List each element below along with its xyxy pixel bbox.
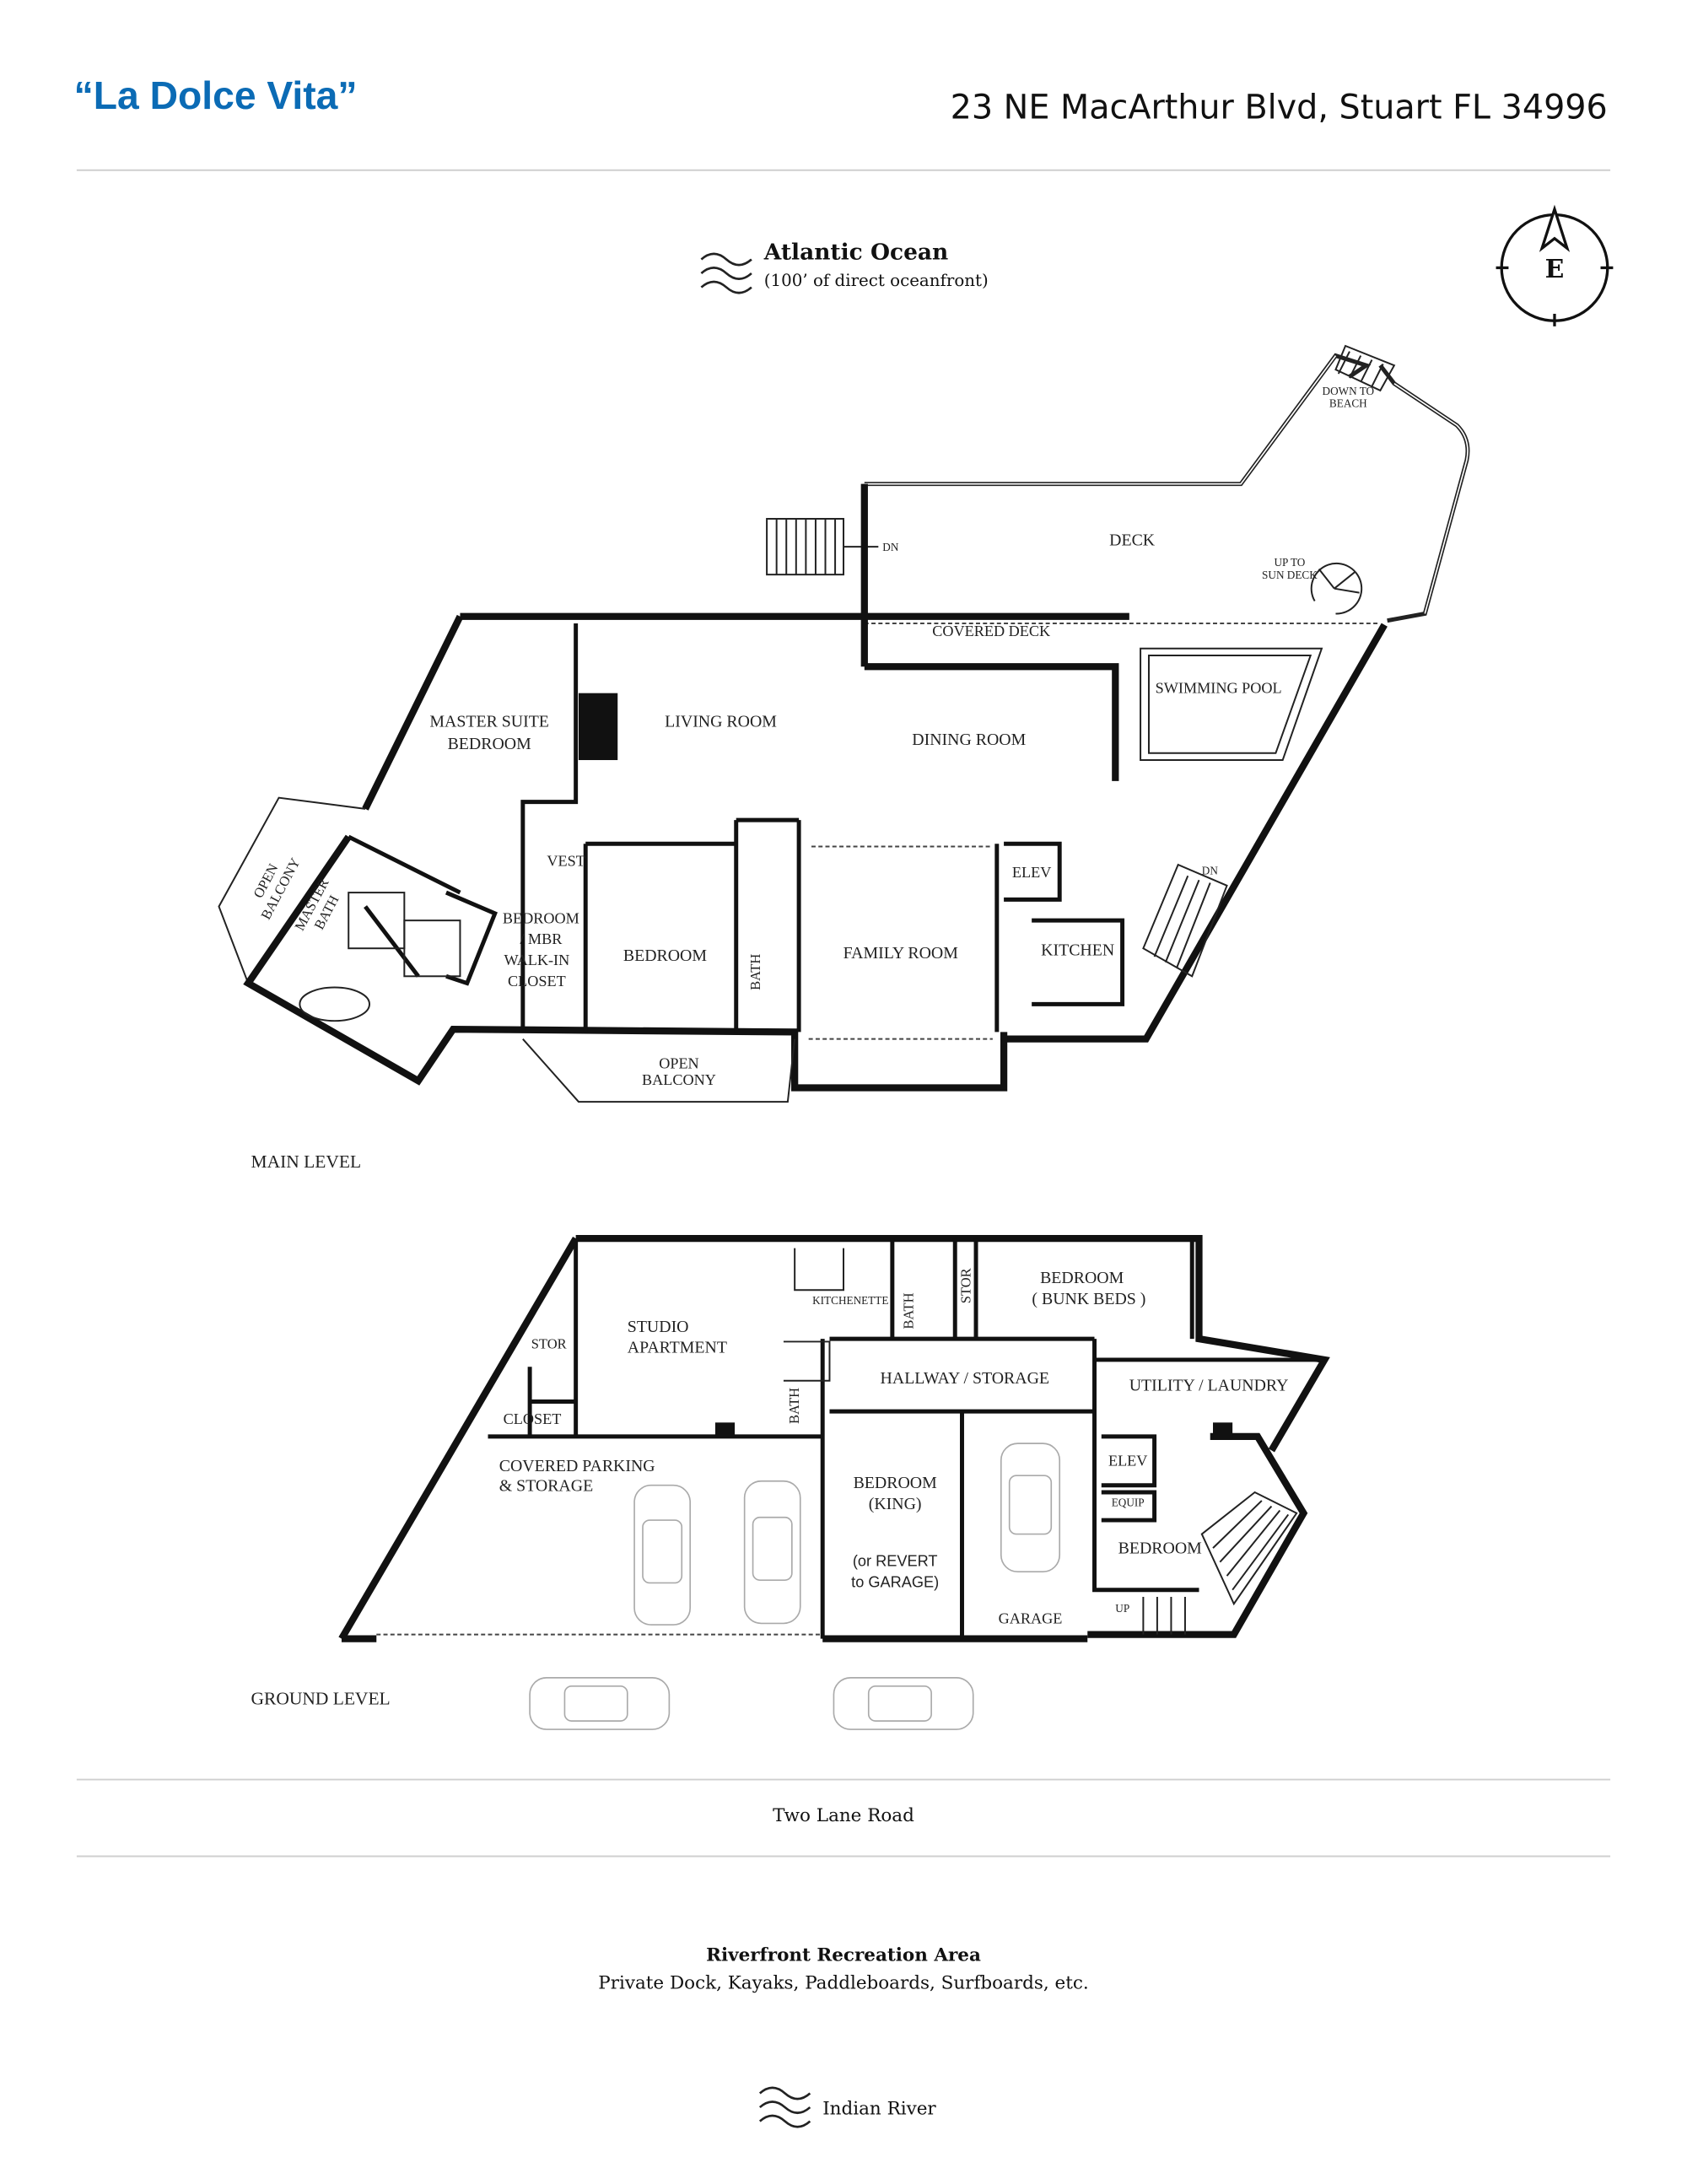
dn-label-deck: DN <box>882 541 899 553</box>
open-balcony-bottom-label-2: BALCONY <box>642 1071 716 1088</box>
walk-in-closet-label-3: WALK-IN <box>504 952 570 968</box>
main-level-label: MAIN LEVEL <box>251 1151 362 1172</box>
utility-laundry-label: UTILITY / LAUNDRY <box>1129 1376 1289 1394</box>
dining-room-label: DINING ROOM <box>912 731 1026 749</box>
bedroom-label: BEDROOM <box>623 946 708 965</box>
king-bedroom-label: BEDROOM <box>854 1474 938 1492</box>
road-label: Two Lane Road <box>773 1805 914 1826</box>
ocean-subtitle: (100’ of direct oceanfront) <box>764 271 989 290</box>
down-to-beach-label: DOWN TO <box>1323 385 1375 397</box>
elev-ground-label: ELEV <box>1108 1453 1147 1469</box>
elev-label: ELEV <box>1012 864 1051 881</box>
ocean-title: Atlantic Ocean <box>763 240 948 266</box>
up-to-sun-deck-label-2: SUN DECK <box>1262 569 1318 581</box>
car-icon <box>633 1484 692 1626</box>
swimming-pool-label: SWIMMING POOL <box>1156 680 1282 697</box>
bath-top-label: BATH <box>901 1292 917 1329</box>
up-to-sun-deck-label: UP TO <box>1274 556 1305 569</box>
river-label: Indian River <box>822 2098 936 2119</box>
waves-icon <box>700 252 752 294</box>
open-balcony-bottom-label: OPEN <box>659 1054 698 1071</box>
master-suite-label-2: BEDROOM <box>448 735 532 753</box>
compass-icon <box>1496 204 1614 326</box>
walk-in-closet-label: BEDROOM <box>503 909 579 926</box>
kitchen-label: KITCHEN <box>1041 941 1114 959</box>
dn-label-kitchen: DN <box>1202 865 1219 877</box>
hallway-label: HALLWAY / STORAGE <box>881 1369 1049 1388</box>
car-icon <box>1000 1443 1061 1573</box>
kitchenette-label: KITCHENETTE <box>812 1294 888 1307</box>
compass-label: E <box>1545 255 1565 284</box>
main-level-plan <box>218 344 1470 1103</box>
garage-label: GARAGE <box>999 1610 1063 1626</box>
car-icon <box>529 1677 671 1730</box>
stor-left-label: STOR <box>531 1336 567 1352</box>
revert-note-2: to GARAGE) <box>851 1573 939 1590</box>
up-label: UP <box>1115 1602 1129 1615</box>
deck-label: DECK <box>1109 531 1156 549</box>
master-suite-label: MASTER SUITE <box>429 712 549 731</box>
recreation-title: Riverfront Recreation Area <box>706 1944 981 1966</box>
property-address: 23 NE MacArthur Blvd, Stuart FL 34996 <box>951 89 1608 127</box>
covered-deck-label: COVERED DECK <box>932 623 1050 639</box>
walk-in-closet-label-2: / MBR <box>520 930 563 947</box>
stor-top-label: STOR <box>957 1268 973 1303</box>
living-room-label: LIVING ROOM <box>665 712 777 731</box>
bunk-bedroom-label: BEDROOM <box>1040 1269 1124 1287</box>
bedroom-ground-label: BEDROOM <box>1118 1540 1203 1558</box>
property-title: “La Dolce Vita” <box>74 73 358 117</box>
family-room-label: FAMILY ROOM <box>844 944 959 963</box>
recreation-subtitle: Private Dock, Kayaks, Paddleboards, Surf… <box>598 1973 1088 1994</box>
ground-level-label: GROUND LEVEL <box>251 1688 391 1708</box>
studio-label: STUDIO <box>628 1318 689 1336</box>
closet-label: CLOSET <box>504 1410 562 1427</box>
covered-parking-label: COVERED PARKING <box>499 1457 655 1475</box>
walk-in-closet-label-4: CLOSET <box>508 973 566 990</box>
vest-label: VEST <box>547 853 585 870</box>
bath-label: BATH <box>747 954 763 990</box>
equip-label: EQUIP <box>1112 1496 1145 1509</box>
covered-parking-label-2: & STORAGE <box>499 1476 593 1495</box>
car-icon <box>833 1677 974 1730</box>
bunk-bedroom-label-2: ( BUNK BEDS ) <box>1032 1290 1145 1308</box>
studio-label-2: APARTMENT <box>628 1339 727 1357</box>
car-icon <box>743 1480 801 1625</box>
bath-mid-label: BATH <box>786 1388 802 1424</box>
down-to-beach-label-2: BEACH <box>1329 397 1367 410</box>
ground-level-plan <box>338 1234 1330 1730</box>
king-bedroom-label-2: (KING) <box>869 1495 922 1513</box>
revert-note: (or REVERT <box>853 1553 938 1570</box>
waves-icon <box>758 2086 811 2128</box>
